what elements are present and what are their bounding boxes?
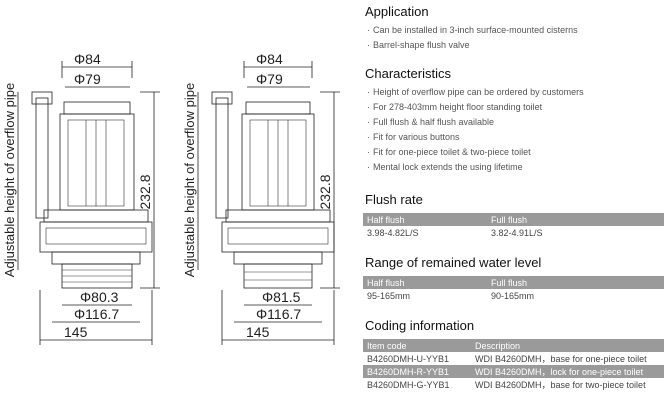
flush-rate-header: Full flush [487,213,664,226]
item-description: WDI B4260DMH，lock for one-piece toilet [471,365,664,378]
valve-drawing-left: Φ84 Φ79 232.8 Adjustable height of overf… [2,51,160,345]
item-code: B4260DMH-U-YYB1 [367,353,450,364]
table-row: B4260DMH-G-YYB1 WDI B4260DMH，base for two… [363,378,664,391]
water-level-header: Half flush [363,276,487,289]
application-item: Can be installed in 3-inch surface-mount… [367,25,578,35]
water-level-value: 95-165mm [367,290,411,301]
bottom-dim-3-left: 145 [64,324,88,340]
item-description: WDI B4260DMH，base for two-piece toilet [475,380,646,390]
characteristics-item: Mental lock extends the using lifetime [367,162,523,172]
bottom-dim-1-left: Φ80.3 [80,289,119,305]
flush-rate-header: Half flush [363,213,487,226]
bottom-dim-1-right: Φ81.5 [262,289,301,305]
characteristics-item: Fit for one-piece toilet & two-piece toi… [367,147,531,157]
coding-title: Coding information [365,318,475,333]
top-dim-outer-left: Φ84 [74,51,101,67]
technical-drawing: Φ84 Φ79 232.8 Adjustable height of overf… [2,51,340,345]
flush-rate-value: 3.98-4.82L/S [367,227,419,238]
side-label-left: Adjustable height of overflow pipe [2,83,17,277]
item-description: WDI B4260DMH，base for one-piece toilet [475,354,647,364]
height-dim-left: 232.8 [137,174,153,209]
characteristics-item: Fit for various buttons [367,132,460,142]
coding-header: Description [471,339,664,352]
top-dim-outer-right: Φ84 [256,51,283,67]
application-title: Application [365,4,429,19]
water-level-title: Range of remained water level [365,255,542,270]
valve-drawing-right: Φ84 Φ79 232.8 Adjustable height of overf… [182,51,340,345]
coding-header: Item code [363,339,471,352]
top-dim-inner-right: Φ79 [256,71,283,87]
characteristics-item: Full flush & half flush available [367,117,494,127]
characteristics-title: Characteristics [365,66,451,81]
table-row: B4260DMH-U-YYB1 WDI B4260DMH，base for one… [363,352,664,365]
item-code: B4260DMH-R-YYB1 [363,365,471,378]
flush-rate-value: 3.82-4.91L/S [491,227,543,238]
application-item: Barrel-shape flush valve [367,40,470,50]
height-dim-right: 232.8 [317,174,333,209]
top-dim-inner-left: Φ79 [74,71,101,87]
bottom-dim-2-right: Φ116.7 [256,306,301,322]
water-level-value: 90-165mm [491,290,535,301]
side-label-right: Adjustable height of overflow pipe [182,83,197,277]
bottom-dim-3-right: 145 [246,324,270,340]
water-level-header: Full flush [487,276,664,289]
bottom-dim-2-left: Φ116.7 [74,306,119,322]
spec-panel: Application Can be installed in 3-inch s… [363,0,666,400]
characteristics-item: For 278-403mm height floor standing toil… [367,102,542,112]
characteristics-item: Height of overflow pipe can be ordered b… [367,87,584,97]
item-code: B4260DMH-G-YYB1 [367,379,450,390]
flush-rate-title: Flush rate [365,192,423,207]
